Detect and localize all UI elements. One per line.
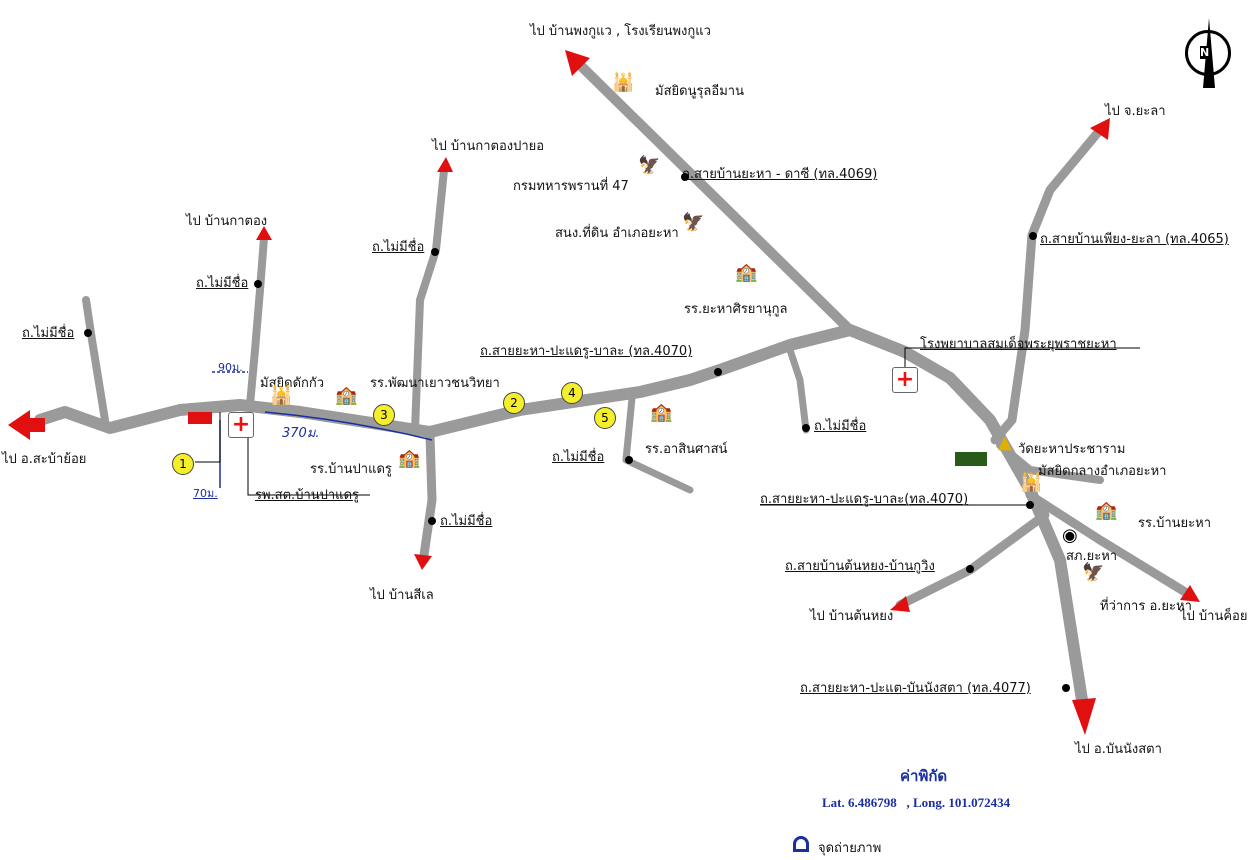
mosque-icon: 🕌 <box>270 385 293 406</box>
coords-title: ค่าพิกัด <box>900 767 948 785</box>
road-yaha-school <box>996 441 1104 484</box>
road-label-ton-yong: ถ.สายบ้านต้นหยง-บ้านกูวิง <box>785 559 935 574</box>
place-army: กรมทหารพรานที่ 47 <box>513 179 629 194</box>
photo-marker-4[interactable]: 4 <box>561 382 583 404</box>
school-icon: 🏫 <box>650 402 673 423</box>
place-hospital: โรงพยาบาลสมเด็จพระยุพราชยะหา <box>920 337 1117 352</box>
road-label-no-name: ถ.ไม่มีชื่อ <box>814 419 867 434</box>
school-icon: 🏫 <box>735 262 758 283</box>
dest-saba-yoi: ไป อ.สะบ้าย้อย <box>2 452 87 467</box>
place-land-office: สนง.ที่ดิน อำเภอยะหา <box>555 226 679 241</box>
building-icon <box>188 412 212 424</box>
arrow-icon <box>256 226 272 240</box>
distance-370m: 370ม. <box>282 426 320 441</box>
pagoda-icon: ▲ <box>998 432 1012 453</box>
road-khoi <box>1025 490 1195 600</box>
coords-value: Lat. 6.486798 , Long. 101.072434 <box>822 795 1011 810</box>
road-phong-ku-wae <box>575 60 855 335</box>
arrow-icon <box>1072 698 1096 735</box>
school-icon: 🏫 <box>398 448 421 469</box>
distance-90m: 90ม. <box>218 361 243 374</box>
photo-marker-1[interactable]: 1 <box>172 453 194 475</box>
direction-arrows <box>8 50 1200 735</box>
arrow-icon <box>890 596 910 612</box>
compass: N <box>1180 18 1240 88</box>
place-school-yaha: รร.บ้านยะหา <box>1138 516 1212 531</box>
mosque-icon: 🕌 <box>612 72 635 93</box>
road-label-4069: ถ.สายบ้านยะหา - ดาซี (ทล.4069) <box>682 167 878 182</box>
arrow-icon <box>1090 118 1110 140</box>
road-label-no-name: ถ.ไม่มีชื่อ <box>22 326 75 341</box>
place-school-sirayanukul: รร.ยะหาศิรยานุกูล <box>684 302 788 317</box>
garuda-icon: 🦅 <box>1082 562 1105 583</box>
road-label-4077: ถ.สายยะหา-ปะแต-บันนังสตา (ทล.4077) <box>800 681 1031 696</box>
photo-marker-5[interactable]: 5 <box>594 407 616 429</box>
dest-yala: ไป จ.ยะลา <box>1105 104 1166 119</box>
road-si-le <box>419 430 437 560</box>
compass-north-label: N <box>1200 46 1210 59</box>
health-center-icon: + <box>228 412 254 438</box>
road-label-4065: ถ.สายบ้านเพียง-ยะลา (ทล.4065) <box>1040 232 1229 247</box>
office-sign-icon <box>955 452 987 466</box>
garuda-icon: 🦅 <box>638 155 661 176</box>
dest-kato-payo: ไป บ้านกาตองปายอ <box>432 139 545 154</box>
road-label-4070: ถ.สายยะหา-ปะแดรู-บาละ (ทล.4070) <box>480 344 693 359</box>
arrow-icon <box>8 410 45 440</box>
road-label-no-name: ถ.ไม่มีชื่อ <box>552 450 605 465</box>
place-district-office: ที่ว่าการ อ.ยะหา <box>1100 599 1192 614</box>
photo-point-icon <box>793 836 809 852</box>
dest-bannang-sata: ไป อ.บันนังสตา <box>1075 742 1162 757</box>
arrow-icon <box>565 50 590 76</box>
place-mosque-daktakwa: มัสยิดดักกัว <box>260 376 325 391</box>
road-label-no-name: ถ.ไม่มีชื่อ <box>372 240 425 255</box>
road-kato <box>246 234 268 409</box>
distance-70m: 70ม. <box>193 487 218 500</box>
place-school-pakae: รร.บ้านปาแดรู <box>310 462 392 477</box>
place-health-center: รพ.สต.บ้านปาแดรู <box>255 488 359 503</box>
road-label-no-name: ถ.ไม่มีชื่อ <box>196 276 249 291</box>
legend-photo-point: จุดถ่ายภาพ <box>818 841 882 856</box>
dest-ton-yong: ไป บ้านต้นหยง <box>810 609 894 624</box>
school-icon: 🏫 <box>1095 500 1118 521</box>
road-kato-payo <box>411 166 448 434</box>
road-label-no-name: ถ.ไม่มีชื่อ <box>440 514 493 529</box>
photo-marker-2[interactable]: 2 <box>503 392 525 414</box>
road-center-minor <box>786 346 810 434</box>
place-central-mosque: มัสยิดกลางอำเภอยะหา <box>1038 464 1167 479</box>
place-police: สภ.ยะหา <box>1066 549 1118 564</box>
arrow-icon <box>1180 585 1200 602</box>
police-icon: ◉ <box>1062 525 1078 546</box>
photo-marker-3[interactable]: 3 <box>373 404 395 426</box>
place-school-asin: รร.อาสินศาสน์ <box>645 442 728 457</box>
place-wat: วัดยะหาประชาราม <box>1018 442 1126 457</box>
place-mosque-nurul: มัสยิดนูรุลอีมาน <box>655 84 744 99</box>
arrow-icon <box>437 157 453 172</box>
road-yala <box>990 125 1105 445</box>
dest-kato: ไป บ้านกาตอง <box>186 214 268 229</box>
garuda-icon: 🦅 <box>682 212 705 233</box>
dest-si-le: ไป บ้านสีเล <box>370 588 434 603</box>
road-left <box>82 296 109 424</box>
place-school-phatthana: รร.พัฒนาเยาวชนวิทยา <box>370 376 500 391</box>
mosque-icon: 🕌 <box>1020 472 1043 493</box>
hospital-icon: + <box>892 367 918 393</box>
school-icon: 🏫 <box>335 385 358 406</box>
dest-phong-ku-wae: ไป บ้านพงกูแว , โรงเรียนพงกูแว <box>530 24 711 39</box>
road-label-4070-b: ถ.สายยะหา-ปะแดรู-บาละ(ทล.4070) <box>760 492 969 507</box>
main-road <box>34 324 1088 706</box>
dest-khoi: ไป บ้านค็อย <box>1180 609 1248 624</box>
arrow-icon <box>414 554 432 570</box>
